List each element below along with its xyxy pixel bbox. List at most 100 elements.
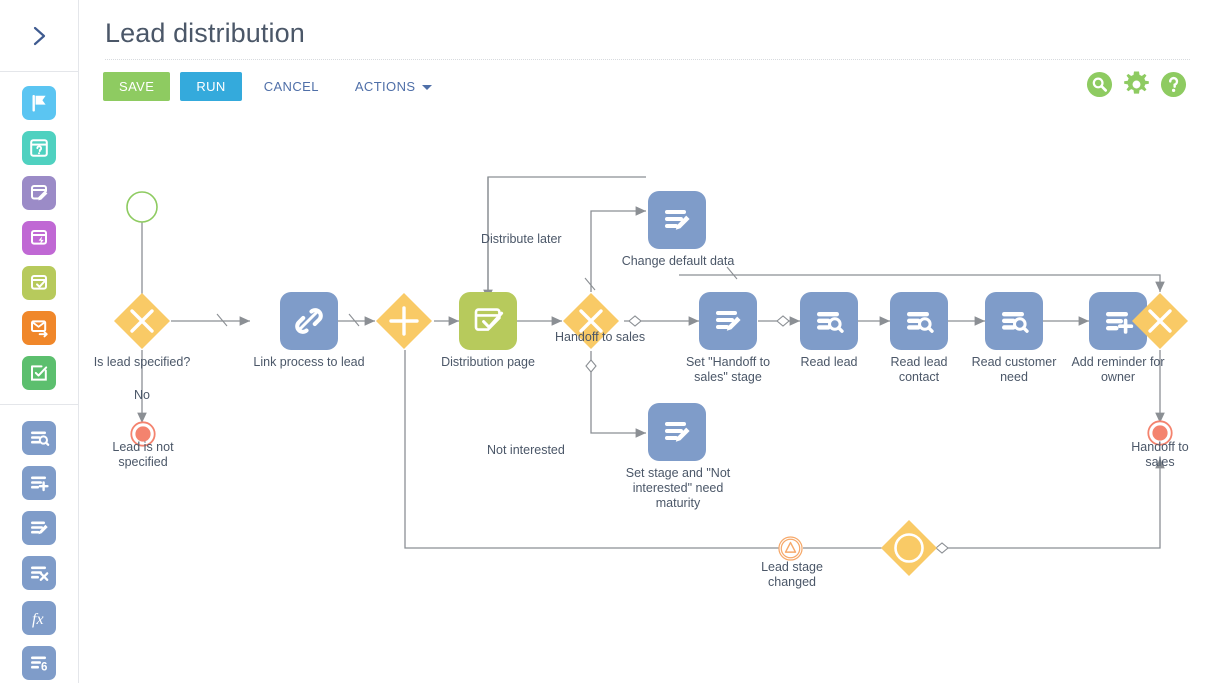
- sidebar-item-mail-send-icon[interactable]: [22, 311, 56, 345]
- node-gateway-is-lead-specified[interactable]: [113, 292, 171, 350]
- signal-event-icon: [778, 536, 803, 561]
- count-data-icon: 6: [31, 656, 47, 673]
- help-icon[interactable]: [1160, 71, 1187, 98]
- node-event-gateway[interactable]: [880, 519, 938, 577]
- chevron-right-icon: [33, 26, 46, 45]
- modify-data-icon: [31, 521, 48, 535]
- sidebar-group-data: fx 6: [0, 404, 78, 680]
- node-label-read-lead: Read lead: [800, 355, 858, 369]
- read-data-icon: [31, 431, 50, 446]
- sidebar-group-elements: [0, 72, 78, 390]
- link-icon: [295, 308, 323, 334]
- node-set-not-interested[interactable]: [648, 403, 706, 461]
- page-check-icon: [474, 308, 504, 331]
- sidebar-item-read-data-icon[interactable]: [22, 421, 56, 455]
- node-label-link-process: Link process to lead: [253, 355, 365, 369]
- node-gateway-distribute[interactable]: [562, 292, 620, 350]
- sidebar-item-question-card-icon[interactable]: [22, 131, 56, 165]
- modify-data-icon: [665, 210, 690, 230]
- formula-icon: fx: [32, 611, 44, 628]
- task-check-icon: [31, 365, 48, 381]
- delete-data-icon: [31, 566, 49, 581]
- node-label-read-customer-need: Read customer need: [971, 355, 1057, 384]
- exclusive-gateway-icon: [114, 293, 170, 349]
- node-gateway-final[interactable]: [1131, 292, 1189, 350]
- sidebar-item-lightning-card-icon[interactable]: [22, 221, 56, 255]
- save-button[interactable]: SAVE: [103, 72, 171, 101]
- add-data-icon: [1106, 312, 1134, 334]
- sidebar-item-check-card-icon[interactable]: [22, 266, 56, 300]
- chevron-down-icon: [422, 85, 433, 90]
- sidebar-item-flag-icon[interactable]: [22, 86, 56, 120]
- sidebar-item-formula-icon[interactable]: fx: [22, 601, 56, 635]
- check-card-icon: [31, 275, 47, 290]
- question-card-icon: [30, 139, 48, 157]
- sidebar-expand-toggle[interactable]: [0, 0, 78, 72]
- edge-label-handoff-to-sales: Handoff to sales: [555, 330, 646, 344]
- sidebar-item-add-data-icon[interactable]: [22, 466, 56, 500]
- node-read-customer-need[interactable]: [985, 292, 1043, 350]
- diagram-connectors: [137, 176, 1165, 554]
- node-lead-stage-changed[interactable]: [778, 536, 803, 566]
- page-header: Lead distribution SAVE RUN CANCEL ACTION…: [79, 0, 1215, 110]
- gear-icon[interactable]: [1123, 71, 1150, 98]
- node-parallel-gateway[interactable]: [375, 292, 433, 350]
- node-change-default-data[interactable]: [648, 191, 706, 249]
- edge-label-distribute-later: Distribute later: [481, 232, 562, 246]
- node-label-add-reminder: Add reminder for owner: [1071, 355, 1165, 384]
- start-event-icon: [126, 191, 158, 223]
- end-event-icon: [130, 421, 156, 447]
- run-button[interactable]: RUN: [180, 72, 242, 101]
- node-read-lead-contact[interactable]: [890, 292, 948, 350]
- actions-label: ACTIONS: [354, 79, 416, 94]
- node-label-is-lead-specified: Is lead specified?: [93, 355, 191, 369]
- left-sidebar: fx 6: [0, 0, 79, 683]
- node-label-distribution-page: Distribution page: [441, 355, 535, 369]
- parallel-gateway-icon: [376, 293, 432, 349]
- sidebar-item-delete-data-icon[interactable]: [22, 556, 56, 590]
- sidebar-item-count-data-icon[interactable]: 6: [22, 646, 56, 680]
- node-label-read-lead-contact: Read lead contact: [890, 355, 948, 384]
- event-gateway-icon: [881, 520, 937, 576]
- node-label-change-default-data: Change default data: [621, 254, 735, 268]
- node-label-end-handoff-to-sales: Handoff to sales: [1131, 440, 1189, 469]
- actions-menu-button[interactable]: ACTIONS: [341, 72, 447, 101]
- sidebar-item-modify-data-icon[interactable]: [22, 511, 56, 545]
- cancel-button[interactable]: CANCEL: [250, 72, 333, 101]
- node-link-process-to-lead[interactable]: [280, 292, 338, 350]
- header-icon-actions: [1086, 71, 1187, 98]
- page-title: Lead distribution: [105, 18, 305, 48]
- mail-send-icon: [31, 320, 48, 338]
- sidebar-item-task-check-icon[interactable]: [22, 356, 56, 390]
- process-diagram-canvas[interactable]: Is lead specified? No Lead is not specif…: [79, 110, 1215, 683]
- svg-text:fx: fx: [32, 611, 44, 628]
- node-end-lead-not-specified[interactable]: [130, 421, 156, 452]
- modify-data-icon: [716, 311, 741, 331]
- node-end-handoff-to-sales[interactable]: [1147, 420, 1173, 451]
- svg-text:6: 6: [41, 661, 47, 673]
- read-data-icon: [817, 312, 844, 333]
- modify-data-icon: [665, 422, 690, 442]
- node-set-handoff-stage[interactable]: [699, 292, 757, 350]
- search-icon[interactable]: [1086, 71, 1113, 98]
- exclusive-gateway-icon: [563, 293, 619, 349]
- node-distribution-page[interactable]: [459, 292, 517, 350]
- add-data-icon: [31, 476, 49, 492]
- node-read-lead[interactable]: [800, 292, 858, 350]
- end-event-icon: [1147, 420, 1173, 446]
- action-toolbar: SAVE RUN CANCEL ACTIONS: [103, 72, 446, 101]
- node-label-lead-stage-changed: Lead stage changed: [761, 560, 823, 589]
- edit-card-icon: [31, 185, 48, 201]
- flag-icon: [32, 95, 46, 112]
- sidebar-item-edit-card-icon[interactable]: [22, 176, 56, 210]
- lightning-card-icon: [31, 230, 47, 245]
- title-divider: [105, 59, 1190, 60]
- edge-label-not-interested: Not interested: [487, 443, 565, 457]
- exclusive-gateway-icon: [1132, 293, 1188, 349]
- edge-label-no: No: [134, 388, 150, 402]
- node-label-lead-not-specified: Lead is not specified: [112, 440, 174, 469]
- node-label-set-not-interested: Set stage and "Not interested" need matu…: [625, 466, 731, 510]
- node-start-event[interactable]: [123, 188, 161, 231]
- read-data-icon: [907, 312, 934, 333]
